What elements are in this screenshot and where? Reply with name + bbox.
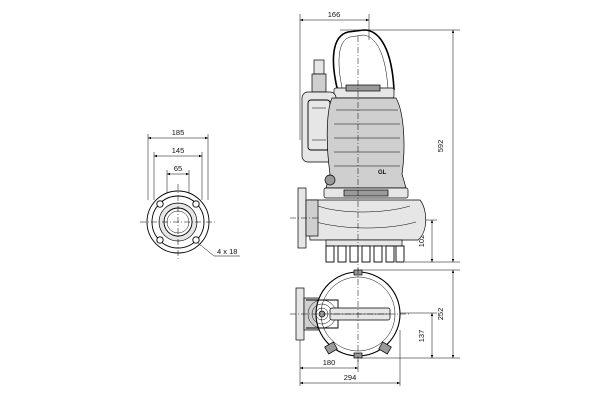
flange-bolt-holes: [156, 200, 200, 244]
cable-gland: [311, 59, 327, 93]
flange-bore-label: 65: [174, 164, 182, 173]
plan-base-label: 180: [323, 358, 336, 367]
front-width-label: 166: [328, 10, 341, 19]
flange-outer-diameter-label: 185: [172, 128, 185, 137]
outlet-height-label: 102: [417, 235, 426, 248]
pump-volute: [307, 199, 427, 241]
front-view: 166 592 102: [290, 10, 460, 272]
flange-centerlines: [140, 184, 216, 260]
outlet-flange: [290, 187, 320, 249]
drain-plug: [324, 174, 336, 186]
pump-stand: [325, 239, 405, 263]
motor-cooling-ribs: [334, 109, 400, 167]
motor-label: GL: [378, 170, 387, 176]
plan-depth-label: 252: [436, 308, 445, 321]
front-height-label: 592: [436, 140, 445, 153]
plan-view: 252 137 180 294: [290, 268, 460, 386]
motor-housing: [325, 97, 407, 189]
flange-dimension-lines: [148, 136, 208, 176]
lifting-handle: [332, 29, 395, 93]
hole-callout-label: 4 x 18: [217, 247, 237, 256]
plan-offset-label: 137: [417, 330, 426, 343]
flange-extension-lines: [147, 134, 209, 203]
flange-view: 185 145 65 4 x 18: [140, 128, 240, 260]
hole-callout-leader: [197, 242, 215, 257]
flange-bolt-circle-label: 145: [172, 146, 185, 155]
plan-length-label: 294: [344, 373, 357, 382]
